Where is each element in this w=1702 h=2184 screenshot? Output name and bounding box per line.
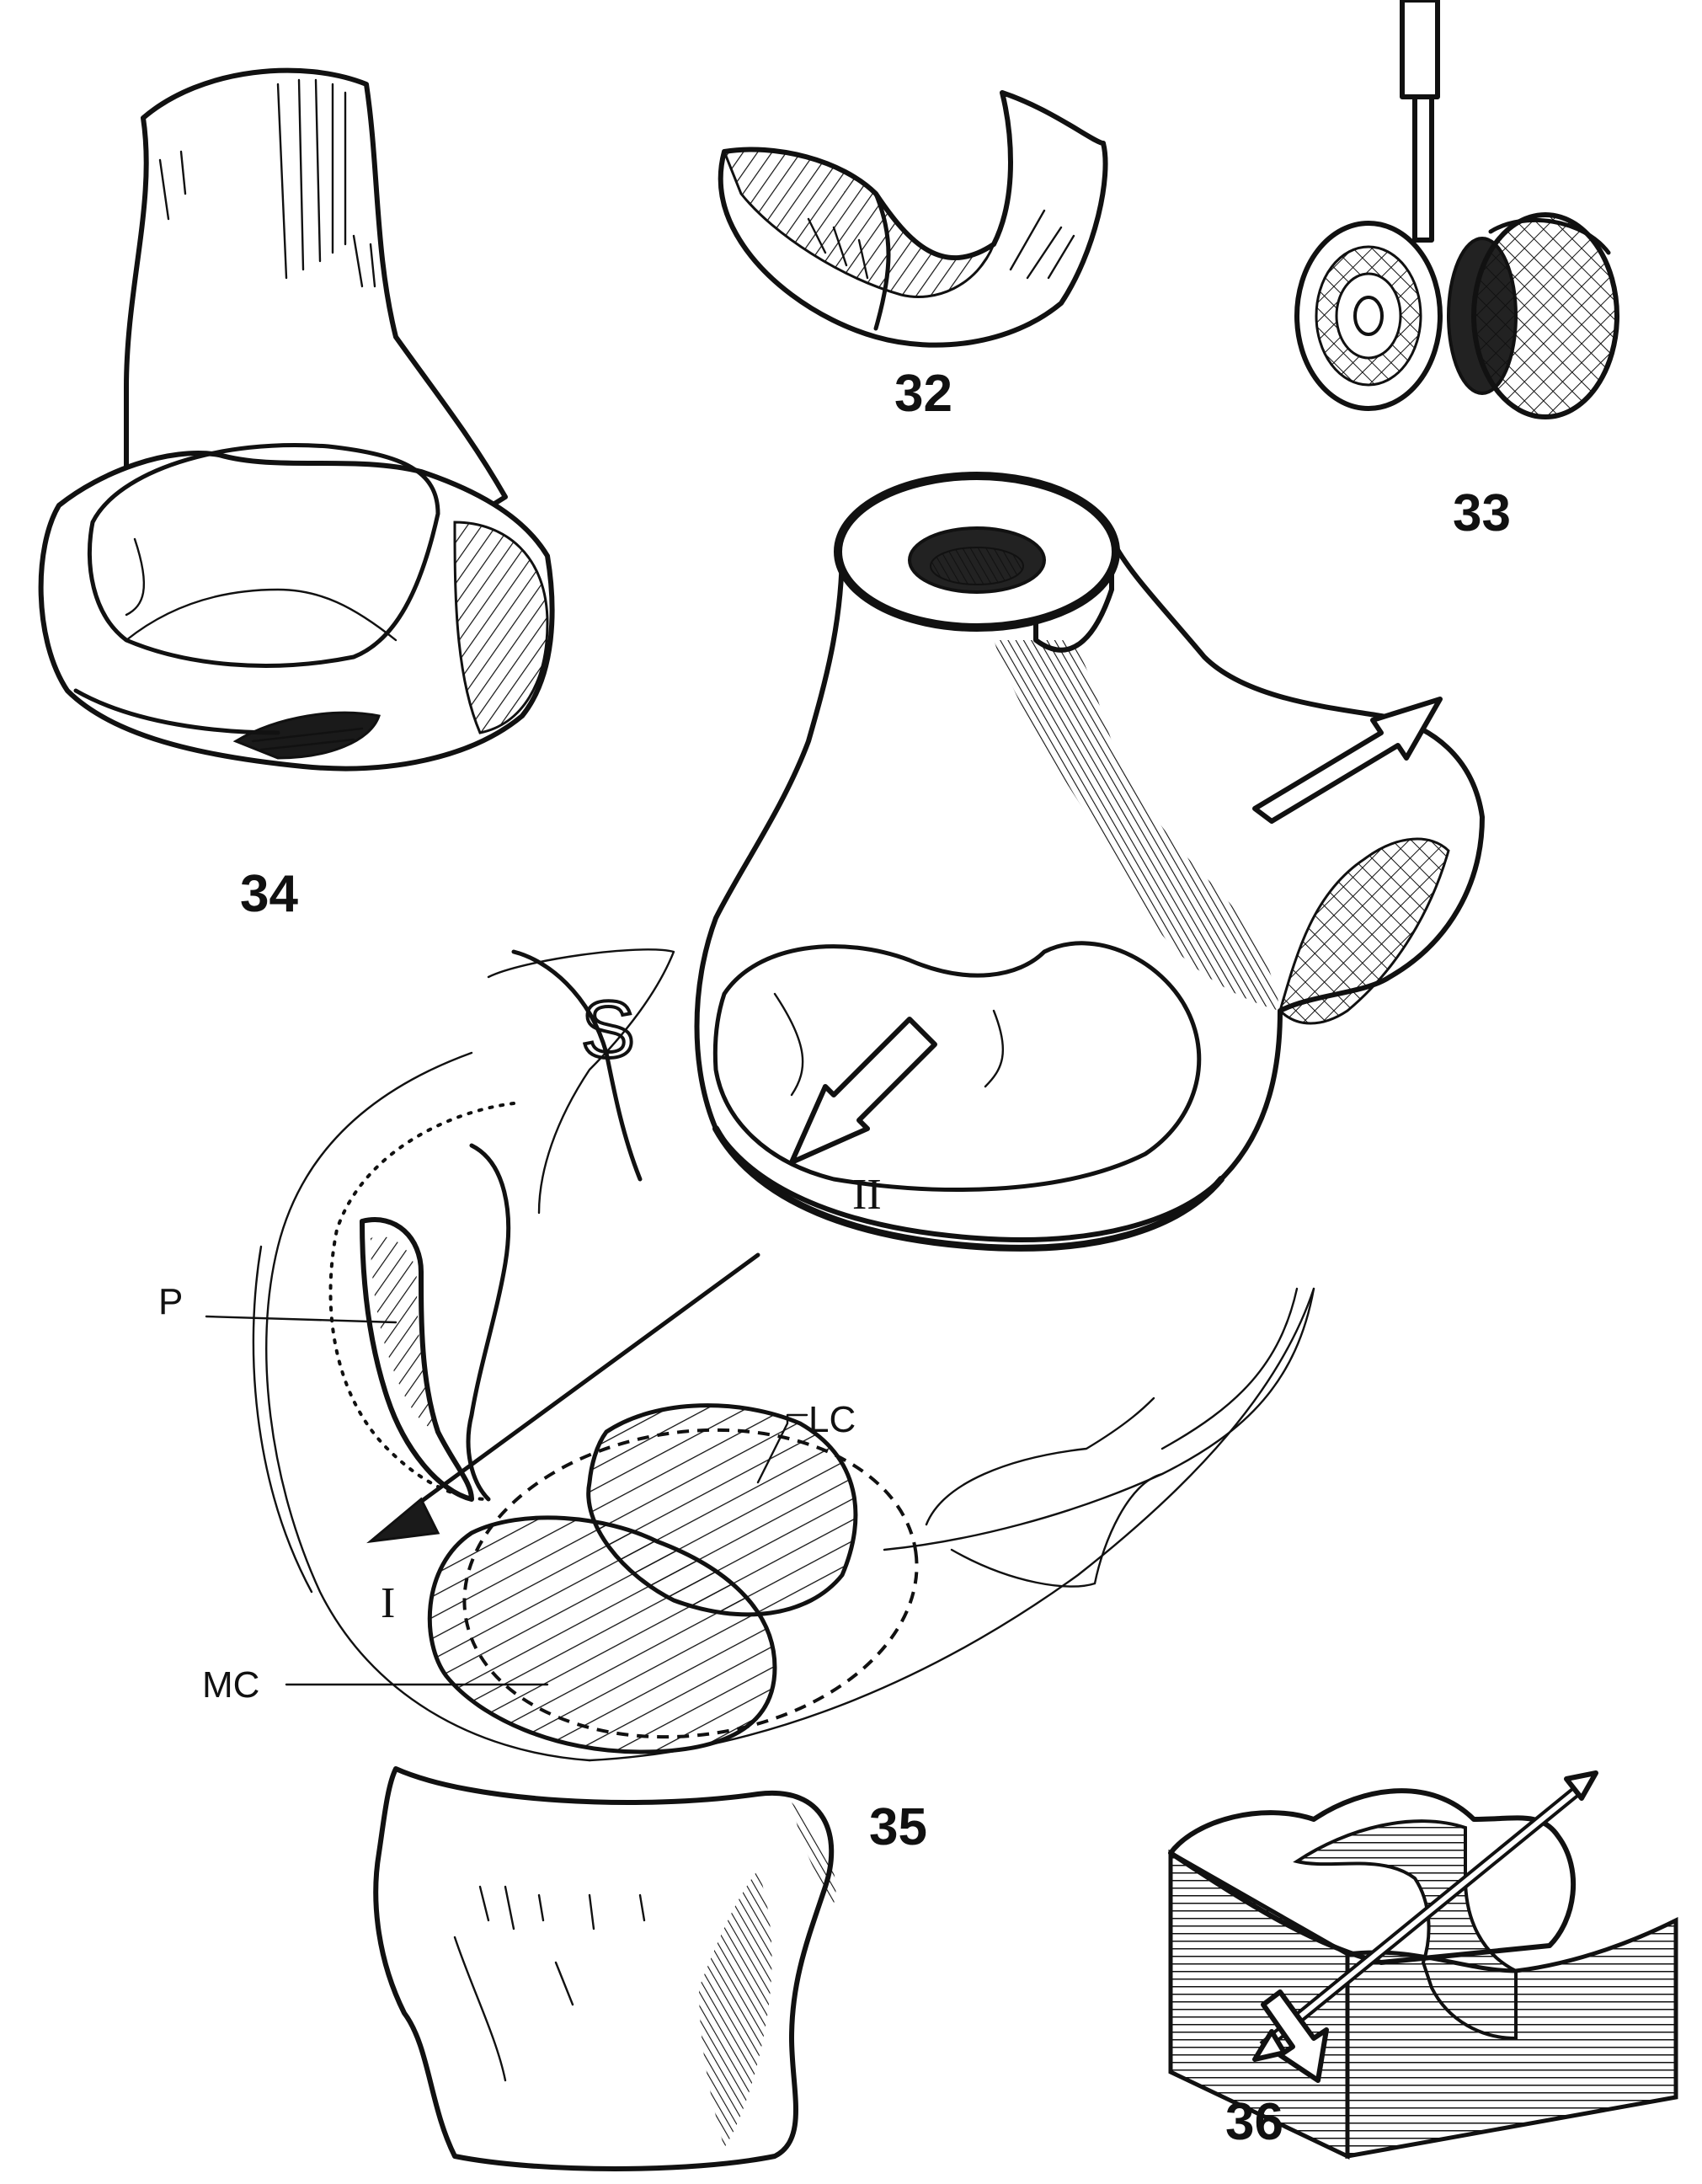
figure-35-drawing	[252, 472, 1485, 2171]
figure-33-drawing	[1294, 0, 1619, 419]
figure-34-label: 34	[240, 865, 298, 923]
callout-s: S	[581, 985, 635, 1075]
callout-lc-text: LC	[808, 1399, 856, 1440]
callout-p-text: P	[158, 1281, 183, 1322]
callout-mc-text: MC	[202, 1664, 259, 1706]
figure-32-drawing	[718, 90, 1108, 348]
figure-34-drawing	[38, 67, 555, 772]
arrow-i	[366, 1497, 440, 1544]
callout-p: P	[158, 1281, 397, 1324]
callout-mc: MC	[202, 1664, 549, 1706]
figure-36-drawing	[1168, 1770, 1678, 2160]
arrow-upper-right	[1252, 697, 1443, 824]
callout-arrow-i: I	[381, 1579, 395, 1627]
figure-33-label: 33	[1453, 484, 1511, 542]
figure-36-label: 36	[1225, 2093, 1283, 2151]
callout-lc: LC	[756, 1399, 856, 1484]
figure-35-label: 35	[869, 1798, 927, 1856]
arrow-ii	[789, 1017, 937, 1165]
figure-32-label: 32	[894, 365, 952, 423]
callout-arrow-ii: II	[852, 1171, 882, 1219]
double-arrow	[1252, 1770, 1598, 2062]
